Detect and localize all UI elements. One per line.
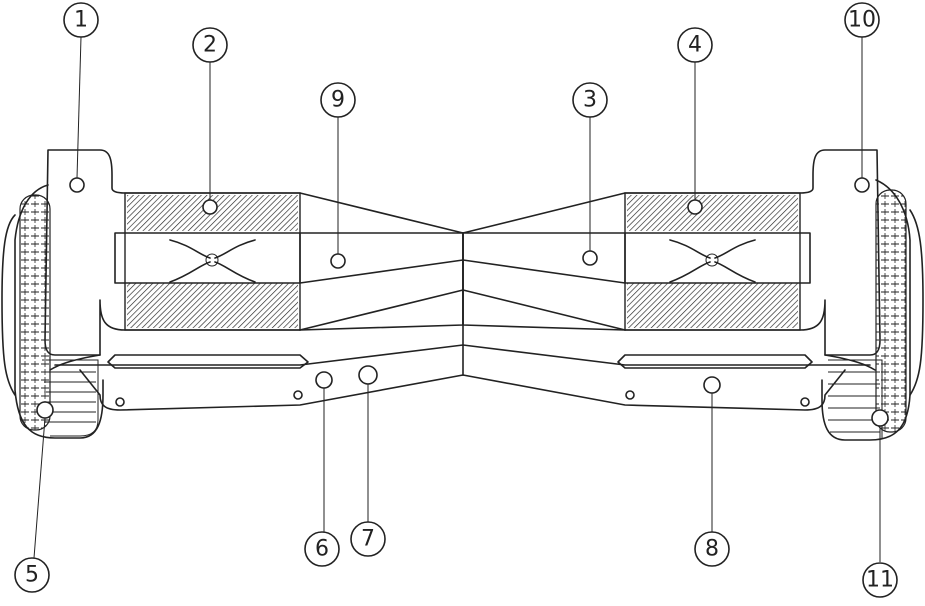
left-screw: [331, 254, 345, 268]
right-wheel-tread: [876, 190, 906, 432]
callout-4: 4: [678, 28, 712, 62]
left-x-logo: [170, 240, 255, 282]
right-light-strip: [618, 355, 812, 368]
right-wheel-hub: [872, 410, 888, 426]
right-footpad-grip-top: [627, 195, 798, 231]
callout-6-label: 6: [315, 537, 329, 562]
right-x-logo: [670, 240, 755, 282]
callout-10-label: 10: [848, 8, 876, 33]
callout-4-label: 4: [688, 33, 702, 58]
callout-5: 5: [15, 558, 49, 592]
left-wheel: [2, 185, 103, 438]
power-switch: [316, 372, 332, 388]
callout-2-label: 2: [203, 33, 217, 58]
left-indicator-light: [70, 178, 84, 192]
right-wheel: [822, 180, 923, 440]
right-footpad-grip-bottom: [627, 283, 798, 328]
callout-3-label: 3: [583, 88, 597, 113]
callout-1-label: 1: [74, 8, 88, 33]
left-body: [45, 150, 463, 410]
callout-7: 7: [351, 522, 385, 556]
callout-1: 1: [64, 3, 98, 37]
callout-6: 6: [305, 532, 339, 566]
right-body: [463, 150, 880, 410]
left-footpad-grip-bottom: [127, 283, 298, 328]
callout-11: 11: [863, 563, 897, 597]
right-pressure-sensor: [688, 200, 702, 214]
right-indicator-light: [855, 178, 869, 192]
left-pressure-sensor: [203, 200, 217, 214]
callout-8: 8: [695, 532, 729, 566]
battery-indicator: [704, 377, 720, 393]
callout-3: 3: [573, 83, 607, 117]
callout-10: 10: [845, 3, 879, 37]
callout-8-label: 8: [705, 537, 719, 562]
callout-7-label: 7: [361, 527, 375, 552]
callout-5-label: 5: [25, 563, 39, 588]
callout-9: 9: [321, 83, 355, 117]
left-wheel-hub: [37, 402, 53, 418]
callout-9-label: 9: [331, 88, 345, 113]
right-screw: [583, 251, 597, 265]
callout-2: 2: [193, 28, 227, 62]
callout-11-label: 11: [866, 568, 894, 593]
left-light-strip: [108, 355, 308, 368]
charging-port: [359, 366, 377, 384]
